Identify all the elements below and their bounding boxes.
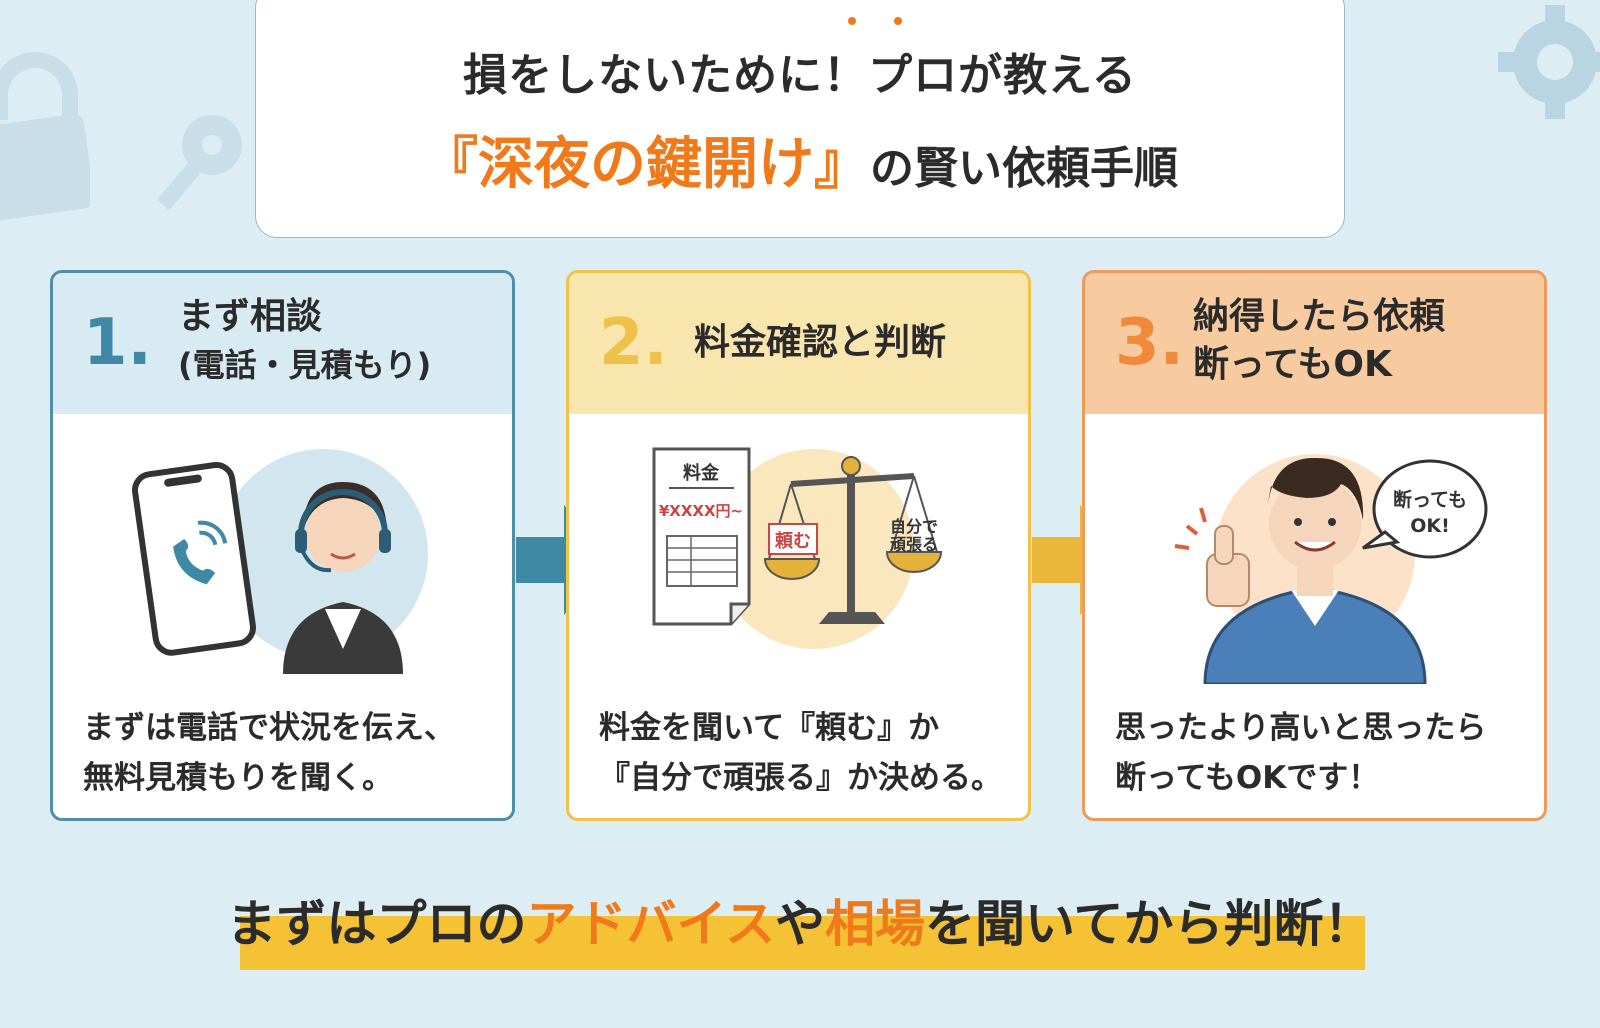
step-2-desc-line1: 料金を聞いて『頼む』か [599,710,940,746]
step-1-desc-line2: 無料見積もりを聞く。 [83,760,393,796]
title-highlight: 『深夜の鍵開け』 [422,132,870,197]
worker [1203,457,1427,686]
step-2-title: 料金確認と判断 [694,319,946,367]
step-3-desc-line2: 断ってもOKです！ [1115,760,1380,796]
scale-icon: 頼む 自分で 頑張る [763,456,943,624]
sheet-price: ¥XXXX円~ [659,502,743,520]
bubble-line2: OK! [1410,515,1450,537]
step-2-desc-line2: 『自分で頑張る』か決める。 [599,760,1002,796]
bubble-line1: 断っても [1393,488,1467,511]
step-3-card: 3. 納得したら依頼 断ってもOK [1082,270,1547,821]
key-icon [156,115,242,211]
title-line1: 損をしないために！プロが教える [463,50,1137,101]
step-3-description: 思ったより高いと思ったら 断ってもOKです！ [1115,703,1524,803]
title-rest: の賢い依頼手順 [870,143,1178,194]
footer-part2: アドバイス [526,895,776,953]
footer-part3: や [775,895,825,953]
footer-part4: 相場 [825,895,925,953]
emphasis-dot [894,17,902,25]
footer-part1: まずはプロの [226,895,527,953]
speech-bubble: 断っても OK! [1362,459,1488,559]
thumbs-up-icon [1174,507,1250,607]
scale-right-label-line1: 自分で [890,517,938,536]
step-3-desc-line1: 思ったより高いと思ったら [1115,710,1487,746]
step-1-title-line1: まず相談 [178,296,323,337]
step-3-title: 納得したら依頼 断ってもOK [1193,293,1445,389]
worker-thumbs-up-illustration: 断っても OK! [1085,414,1544,686]
step-3-title-line1: 納得したら依頼 [1193,296,1446,337]
step-1-card: 1. まず相談 (電話・見積もり) [50,270,515,821]
title-card: 損をしないために！プロが教える 『深夜の鍵開け』の賢い依頼手順 [255,0,1345,238]
step-2-title-line1: 料金確認と判断 [694,322,947,363]
footer-message: まずはプロのアドバイスや相場を聞いてから判断！ [0,884,1600,956]
gear-icon [1498,5,1600,119]
step-2-header: 2. 料金確認と判断 [569,273,1028,414]
footer-part5: を聞いてから判断！ [925,895,1374,953]
scale-left-label: 頼む [775,531,811,552]
phone-icon [132,461,256,656]
step-3-header: 3. 納得したら依頼 断ってもOK [1085,273,1544,414]
sheet-label: 料金 [683,462,720,484]
step-2-description: 料金を聞いて『頼む』か 『自分で頑張る』か決める。 [599,703,1008,803]
step-1-header: 1. まず相談 (電話・見積もり) [53,273,512,414]
step-2-card: 2. 料金確認と判断 料金 ¥XXXX円~ [566,270,1031,821]
step-1-number: 1. [83,306,152,380]
price-sheet-and-scale-illustration: 料金 ¥XXXX円~ [569,414,1028,684]
phone-and-operator-illustration [53,414,512,684]
emphasis-dot [848,17,856,25]
title-line2: 『深夜の鍵開け』の賢い依頼手順 [256,119,1344,200]
step-1-description: まずは電話で状況を伝え、 無料見積もりを聞く。 [83,703,492,803]
step-3-title-line2: 断ってもOK [1193,344,1392,385]
scale-right-label-line2: 頑張る [889,535,938,554]
step-1-title-line2: (電話・見積もり) [178,346,432,384]
step-1-desc-line1: まずは電話で状況を伝え、 [83,710,455,746]
step-2-number: 2. [599,306,668,380]
padlock-icon [0,52,90,220]
step-3-number: 3. [1115,306,1184,380]
headset-icon [283,482,403,674]
step-1-title: まず相談 (電話・見積もり) [178,293,431,389]
price-sheet: 料金 ¥XXXX円~ [652,447,751,626]
footer-highlight-band [240,916,1365,970]
